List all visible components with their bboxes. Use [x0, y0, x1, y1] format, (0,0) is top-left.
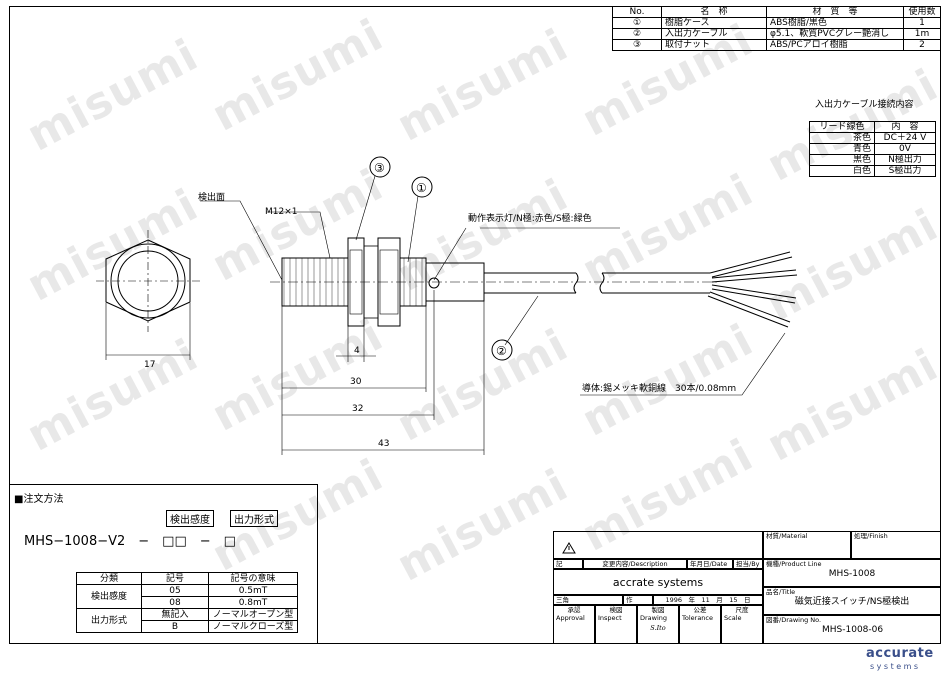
table-row: 出力形式 無記入 ノーマルオープン型 [76, 608, 298, 633]
code-meaning: ノーマルクローズ型 [208, 620, 298, 633]
balloon-2-label: ② [496, 344, 507, 358]
drawer-name: S.Ito [650, 624, 666, 632]
code-symbol: B [141, 620, 209, 633]
code-header: 記号の意味 [208, 572, 298, 585]
material-label: 材質/Material [766, 532, 808, 540]
scale-en: Scale [724, 614, 742, 622]
thread-label: M12×1 [265, 207, 297, 217]
dim-32: 32 [352, 404, 363, 414]
cable-connection-title: 入出力ケーブル接続内容 [815, 100, 914, 110]
balloon-3-label: ③ [374, 161, 385, 175]
table-row: ③ 取付ナット ABS/PCアロイ樹脂 2 [612, 39, 941, 51]
indicator-led [428, 277, 440, 289]
finish-label: 処理/Finish [854, 532, 888, 540]
conductor-label: 導体:錫メッキ軟銅線 30本/0.08mm [582, 382, 736, 394]
dim-30: 30 [350, 377, 362, 387]
code-symbol: 05 [141, 584, 209, 597]
approval-ja: 承認 [567, 606, 581, 614]
company-name: accrate systems [553, 569, 763, 595]
dim-nut: 4 [354, 346, 360, 356]
code-meaning: 0.5mT [208, 584, 298, 597]
company-logo-sub: systems [870, 662, 921, 671]
drawing-en: Drawing [640, 614, 668, 622]
product-line-value: MHS-1008 [828, 569, 876, 579]
drawing-no-label: 図番/Drawing No. [766, 616, 822, 624]
code-symbol: 無記入 [141, 608, 209, 621]
table-row: ① 樹脂ケース ABS樹脂/黒色 1 [612, 17, 941, 29]
code-table: 分類 記号 記号の意味 検出感度 05 0.5mT 08 0.8mT 出力形式 … [76, 572, 298, 633]
parts-table: No. 名 称 材 質 等 使用数 ① 樹脂ケース ABS樹脂/黒色 1 ② 入… [612, 6, 941, 51]
rev-description-label: 変更内容/Description [583, 559, 687, 569]
model-code: MHS−1008−V2 − □□ − □ [24, 534, 236, 549]
drawing-no-value: MHS-1008-06 [822, 625, 884, 635]
revision-area [553, 531, 763, 559]
product-line-label: 機種/Product Line [766, 560, 822, 568]
dim-hex: 17 [144, 360, 155, 370]
drawing-no-cell: 図番/Drawing No.MHS-1008-06 [763, 615, 941, 644]
order-title: ■注文方法 [14, 494, 64, 505]
detect-face-label: 検出面 [198, 191, 225, 203]
tolerance-en: Tolerance [682, 614, 713, 622]
order-method-panel [9, 484, 318, 644]
approval-en: Approval [556, 614, 585, 622]
rev-by-label: 担当/By [733, 559, 763, 569]
parts-cell: 取付ナット [661, 39, 767, 51]
sensitivity-box: 検出感度 [166, 510, 214, 527]
code-header: 分類 [76, 572, 142, 585]
table-row: 検出感度 05 0.5mT [76, 584, 298, 609]
parts-cell: ABS/PCアロイ樹脂 [766, 39, 904, 51]
made-date-label: 作成/Date [623, 595, 653, 605]
balloon-1-label: ① [416, 181, 427, 195]
balloon-3 [369, 156, 391, 178]
code-category: 出力形式 [76, 608, 142, 633]
drawing-ja: 製図 [651, 606, 665, 614]
balloon-2 [491, 339, 513, 361]
rear-housing [425, 262, 485, 302]
output-box: 出力形式 [230, 510, 278, 527]
title-block: 記号/No 変更内容/Description 年月日/Date 担当/By ac… [553, 531, 941, 644]
rev-no-label: 記号/No [553, 559, 583, 569]
title-value: 磁気近接スイッチ/NS極検出 [794, 597, 910, 607]
finish-cell: 処理/Finish [851, 531, 941, 559]
inspect-ja: 検図 [609, 606, 623, 614]
indicator-label: 動作表示灯/N極:赤色/S極:緑色 [468, 212, 592, 224]
code-category: 検出感度 [76, 584, 142, 609]
code-meaning: 0.8mT [208, 596, 298, 609]
made-date-value: 1996 年 11 月 15 日 [653, 595, 763, 605]
code-meaning: ノーマルオープン型 [208, 608, 298, 621]
code-header: 記号 [141, 572, 209, 585]
code-symbol: 08 [141, 596, 209, 609]
lead-function: S極出力 [874, 165, 936, 177]
rev-date-label: 年月日/Date [687, 559, 733, 569]
warning-triangle-icon [562, 542, 576, 554]
title-label: 品名/Title [766, 588, 796, 596]
company-logo: accurate [866, 646, 934, 661]
projection-label: 三角法/Trigonometry [553, 595, 623, 605]
drawing-frame [9, 6, 941, 644]
lead-color: 白色 [809, 165, 875, 177]
dim-43: 43 [378, 439, 389, 449]
material-cell: 材質/Material [763, 531, 851, 559]
tolerance-ja: 公差 [693, 606, 707, 614]
parts-cell: 2 [903, 39, 941, 51]
balloon-1 [411, 176, 433, 198]
inspect-en: Inspect [598, 614, 622, 622]
scale-ja: 尺度 [735, 606, 749, 614]
table-row: B ノーマルクローズ型 [77, 620, 298, 633]
